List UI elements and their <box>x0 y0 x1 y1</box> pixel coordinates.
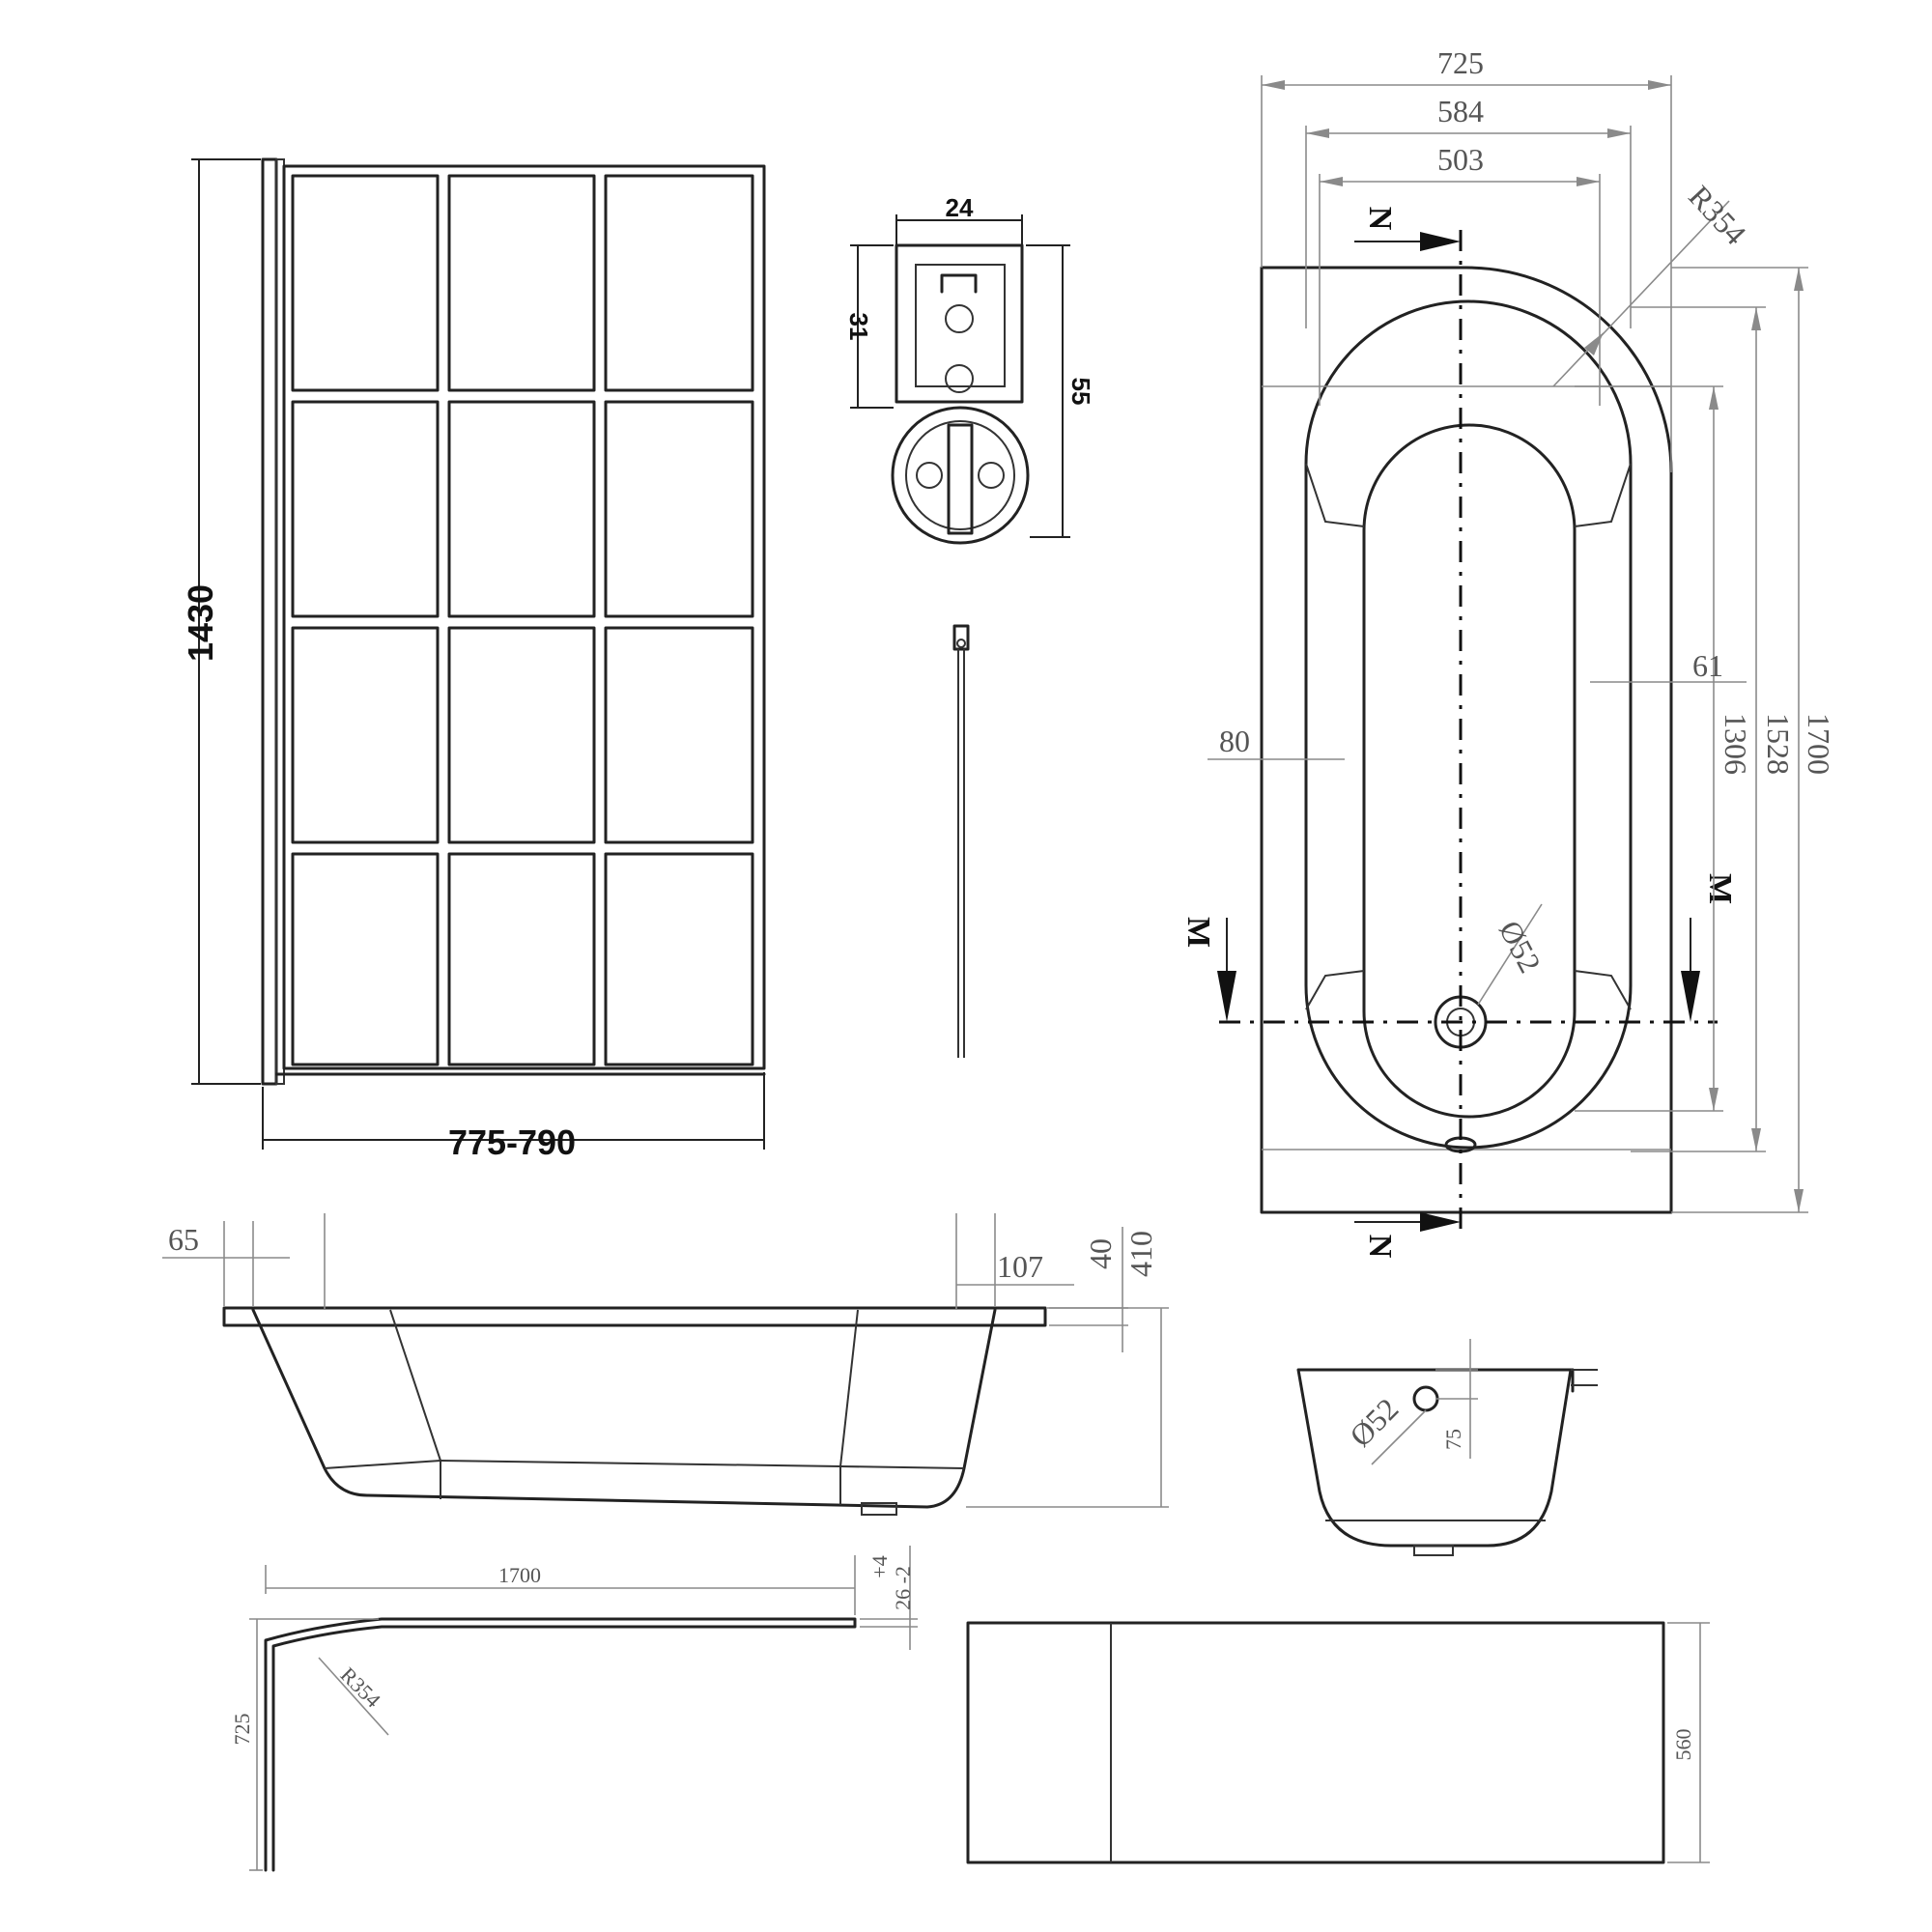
dim-text-31: 31 <box>844 313 873 341</box>
dimension-725: 725 <box>1261 45 1672 472</box>
dimension-65: 65 <box>162 1221 290 1306</box>
dimension-584: 584 <box>1305 94 1632 328</box>
shower-screen-elevation: 1430 775-790 <box>181 157 766 1162</box>
dim-text-panel-725: 725 <box>230 1714 254 1746</box>
grid-pane <box>291 400 440 618</box>
bath-front-panel-plan: 1700 +4 26 -2 R354 725 <box>230 1546 918 1872</box>
dimension-560: 560 <box>1667 1622 1710 1863</box>
screen-glass-outline <box>282 164 766 1070</box>
bath-rim-side <box>222 1306 1047 1327</box>
dim-text-24: 24 <box>946 193 974 222</box>
section-marker-n-top: N <box>1362 207 1398 231</box>
dimension-80: 80 <box>1208 724 1345 760</box>
dim-text-thick: 26 -2 <box>891 1566 915 1610</box>
dimension-40: 40 <box>1049 1227 1128 1352</box>
dimension-107: 107 <box>956 1213 1074 1306</box>
dim-text-775-790: 775-790 <box>448 1122 576 1162</box>
bath-panel-elevation: 560 <box>966 1621 1710 1864</box>
grid-pane <box>291 626 440 844</box>
dimension-410: 410 <box>966 1231 1169 1508</box>
dimension-waste-52: Ø52 <box>1477 903 1548 1006</box>
dimension-panel-1700: 1700 <box>265 1555 856 1615</box>
grid-pane <box>447 174 596 392</box>
grid-pane <box>291 174 440 392</box>
dim-text-end-52: Ø52 <box>1343 1391 1405 1453</box>
dim-text-1430: 1430 <box>181 584 220 662</box>
dimension-1430: 1430 <box>181 158 261 1085</box>
dim-text-80: 80 <box>1219 724 1250 758</box>
bath-basin-floor <box>1362 423 1577 1119</box>
dim-text-61: 61 <box>1692 648 1723 683</box>
dim-text-503: 503 <box>1437 142 1484 177</box>
dim-text-1528: 1528 <box>1761 713 1796 775</box>
dim-text-75: 75 <box>1441 1429 1465 1450</box>
bath-end-section: Ø52 75 <box>1296 1339 1598 1556</box>
grid-pane <box>604 400 754 618</box>
overflow-end <box>1412 1385 1439 1412</box>
dimension-503: 503 <box>1319 142 1601 406</box>
dim-text-panel-1700: 1700 <box>498 1563 541 1587</box>
bath-shell-side <box>251 1308 997 1509</box>
grid-pane <box>447 400 596 618</box>
panel-elevation-outline <box>966 1621 1665 1864</box>
dim-text-107: 107 <box>997 1249 1043 1284</box>
dim-text-1306: 1306 <box>1719 713 1753 775</box>
dim-text-55: 55 <box>1066 378 1095 406</box>
dim-text-1700: 1700 <box>1802 713 1836 775</box>
bath-side-section: 65 107 40 410 <box>162 1213 1169 1516</box>
dim-text-584: 584 <box>1437 94 1484 128</box>
dimension-panel-thickness: +4 26 -2 <box>860 1546 918 1650</box>
dimension-1528: 1528 <box>1631 306 1796 1152</box>
grid-pane <box>447 626 596 844</box>
dim-text-40: 40 <box>1083 1238 1118 1269</box>
wall-profile-section: 24 31 55 <box>844 193 1095 545</box>
bath-plan-view: N N M M 725 584 <box>1180 45 1836 1259</box>
bath-shell-end <box>1296 1368 1575 1548</box>
dim-text-410: 410 <box>1123 1231 1158 1277</box>
section-marker-m-right: M <box>1702 873 1738 904</box>
screen-wall-profile <box>261 157 278 1086</box>
front-panel-curve <box>264 1617 857 1872</box>
waste-fitting-side <box>861 1502 897 1516</box>
dimension-r354: R354 <box>1552 179 1753 387</box>
grid-pane <box>291 852 440 1066</box>
dimension-1700: 1700 <box>1671 267 1836 1213</box>
grid-pane <box>604 852 754 1066</box>
bath-rim-outline <box>1260 266 1673 1214</box>
dim-text-725: 725 <box>1437 45 1484 80</box>
section-marker-n-bottom: N <box>1362 1235 1398 1259</box>
grid-pane <box>604 626 754 844</box>
dimension-61: 61 <box>1590 648 1747 683</box>
waste-fitting-end <box>1413 1545 1454 1556</box>
grid-pane <box>447 852 596 1066</box>
bath-inner-rim <box>1304 299 1633 1150</box>
dimension-1306: 1306 <box>1575 385 1753 1112</box>
dimension-775-790: 775-790 <box>262 1072 765 1162</box>
dim-text-tol: +4 <box>867 1555 892 1577</box>
section-marker-m-left: M <box>1180 917 1216 948</box>
profile-round-post <box>891 406 1030 545</box>
dim-text-65: 65 <box>168 1222 199 1257</box>
screen-grid-panes <box>291 174 754 1066</box>
dimension-panel-725: 725 <box>230 1618 379 1871</box>
dim-text-560: 560 <box>1671 1729 1695 1761</box>
grid-pane <box>604 174 754 392</box>
screen-seal-strip <box>952 624 970 1058</box>
profile-channel <box>895 243 1024 404</box>
